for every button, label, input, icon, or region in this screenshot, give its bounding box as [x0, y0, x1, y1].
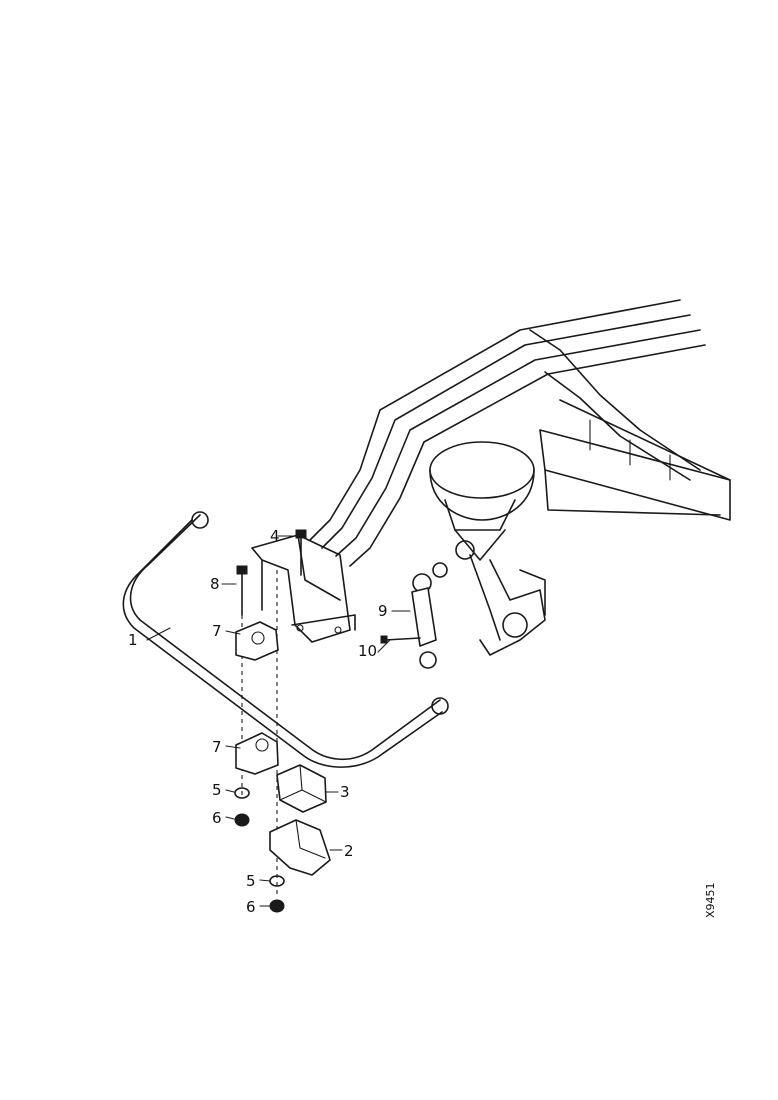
nut-6-upper — [234, 813, 250, 827]
bushing-3 — [276, 764, 327, 813]
clamp-7-lower — [235, 732, 279, 775]
callout-9: 9 — [378, 602, 388, 620]
cross-member — [539, 399, 731, 521]
callout-4: 4 — [270, 527, 280, 545]
link-rod-9 — [411, 562, 448, 669]
screw-10 — [380, 635, 421, 644]
callout-7-upper: 7 — [212, 622, 222, 640]
washer-5-upper — [234, 787, 250, 799]
callout-2: 2 — [344, 842, 354, 860]
callout-10: 10 — [358, 642, 377, 660]
callout-6-upper: 6 — [212, 809, 222, 827]
callout-5-lower: 5 — [246, 872, 256, 890]
leader-lines — [146, 535, 411, 907]
callout-1: 1 — [128, 631, 138, 649]
frame-rails — [309, 299, 706, 567]
shock-and-arm — [455, 540, 546, 656]
stabilizer-bar — [122, 511, 449, 768]
callout-6-lower: 6 — [246, 898, 256, 916]
nut-6-lower — [269, 899, 285, 913]
callout-5-upper: 5 — [212, 781, 222, 799]
clamp-2 — [269, 819, 331, 876]
bolt-4 — [295, 529, 307, 576]
callout-8: 8 — [210, 575, 220, 593]
clamp-7-upper — [235, 621, 279, 661]
callout-labels: 1 2 3 4 5 5 6 6 7 7 8 9 10 — [128, 527, 388, 916]
bolt-8 — [236, 565, 248, 795]
callout-7-lower: 7 — [212, 738, 222, 756]
air-bellows — [429, 441, 535, 561]
drawing-code: X9451 — [704, 882, 717, 918]
callout-3: 3 — [340, 783, 350, 801]
